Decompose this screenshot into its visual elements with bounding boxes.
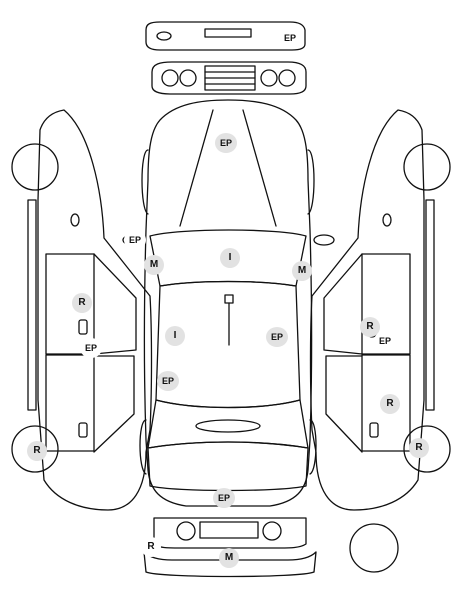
left-side-view — [11, 109, 153, 511]
damage-marker-ep[interactable]: EP — [215, 133, 237, 153]
damage-marker-m[interactable]: M — [292, 261, 312, 281]
damage-marker-r[interactable]: R — [360, 317, 380, 337]
front-bumper-part — [145, 21, 306, 51]
damage-marker-ep[interactable]: EP — [157, 371, 179, 391]
damage-marker-r[interactable]: R — [72, 293, 92, 313]
damage-marker-i[interactable]: I — [165, 326, 185, 346]
right-side-view — [309, 109, 451, 511]
spare-wheel-part — [349, 523, 399, 573]
damage-marker-ep[interactable]: EP — [279, 28, 301, 48]
damage-marker-ep[interactable]: EP — [124, 230, 146, 250]
damage-marker-ep[interactable]: EP — [213, 488, 235, 508]
front-grille-part — [151, 61, 307, 95]
damage-marker-ep[interactable]: EP — [80, 338, 102, 358]
damage-marker-r[interactable]: R — [409, 438, 429, 458]
damage-marker-ep[interactable]: EP — [266, 327, 288, 347]
damage-marker-r[interactable]: R — [380, 394, 400, 414]
damage-marker-r[interactable]: R — [27, 441, 47, 461]
damage-marker-m[interactable]: M — [144, 255, 164, 275]
damage-marker-ep[interactable]: EP — [374, 331, 396, 351]
damage-marker-m[interactable]: M — [219, 548, 239, 568]
rear-bumper-part — [143, 551, 317, 578]
damage-marker-i[interactable]: I — [220, 248, 240, 268]
damage-marker-r[interactable]: R — [141, 537, 161, 557]
